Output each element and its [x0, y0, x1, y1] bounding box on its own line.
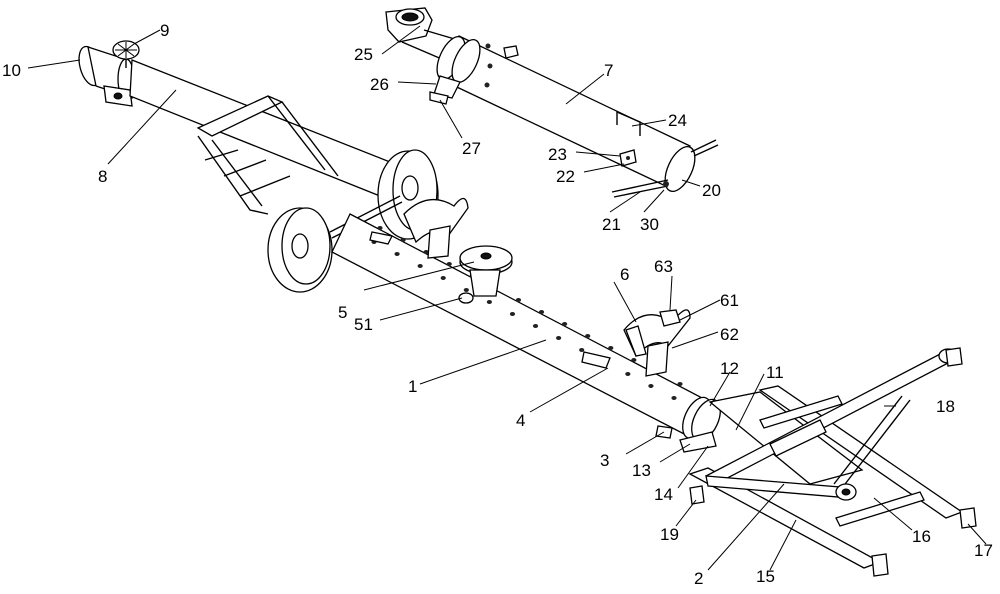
perforation-hole: [625, 372, 630, 376]
perforation-hole: [533, 324, 538, 328]
label-30: 30: [640, 215, 659, 234]
label-62: 62: [720, 325, 739, 344]
label-9: 9: [160, 21, 169, 40]
label-24: 24: [668, 111, 687, 130]
perforation-hole: [677, 382, 682, 386]
cylinder-7: [386, 8, 718, 197]
label-12: 12: [720, 359, 739, 378]
label-10: 10: [2, 61, 21, 80]
perforation-hole: [631, 358, 636, 362]
label-63: 63: [654, 257, 673, 276]
perforation-hole: [394, 252, 399, 256]
label-20: 20: [702, 181, 721, 200]
perforation-hole: [608, 346, 613, 350]
label-6: 6: [620, 265, 629, 284]
perforation-hole: [556, 336, 561, 340]
label-13: 13: [632, 461, 651, 480]
label-23: 23: [548, 145, 567, 164]
label-7: 7: [604, 61, 613, 80]
label-5: 5: [338, 303, 347, 322]
perforation-hole: [418, 264, 423, 268]
label-18: 18: [936, 397, 955, 416]
perforation-hole: [441, 276, 446, 280]
perforation-hole: [510, 312, 515, 316]
perforation-hole: [671, 396, 676, 400]
label-21: 21: [602, 215, 621, 234]
label-15: 15: [756, 567, 775, 586]
label-4: 4: [516, 411, 525, 430]
perforation-hole: [447, 262, 452, 266]
label-19: 19: [660, 525, 679, 544]
label-27: 27: [462, 139, 481, 158]
label-1: 1: [408, 377, 417, 396]
label-16: 16: [912, 527, 931, 546]
label-11: 11: [766, 363, 784, 382]
label-3: 3: [600, 451, 609, 470]
label-61: 61: [720, 291, 739, 310]
label-26: 26: [370, 75, 389, 94]
perforation-hole: [539, 310, 544, 314]
perforation-hole: [585, 334, 590, 338]
label-22: 22: [556, 167, 575, 186]
label-51: 51: [354, 315, 373, 334]
perforation-hole: [377, 226, 382, 230]
perforation-hole: [562, 322, 567, 326]
perforation-hole: [516, 298, 521, 302]
perforation-hole: [487, 300, 492, 304]
label-8: 8: [98, 167, 107, 186]
label-25: 25: [354, 45, 373, 64]
label-14: 14: [654, 485, 673, 504]
perforation-hole: [400, 238, 405, 242]
label-2: 2: [694, 569, 703, 588]
perforation-hole: [648, 384, 653, 388]
perforation-hole: [464, 288, 469, 292]
label-17: 17: [974, 541, 993, 560]
